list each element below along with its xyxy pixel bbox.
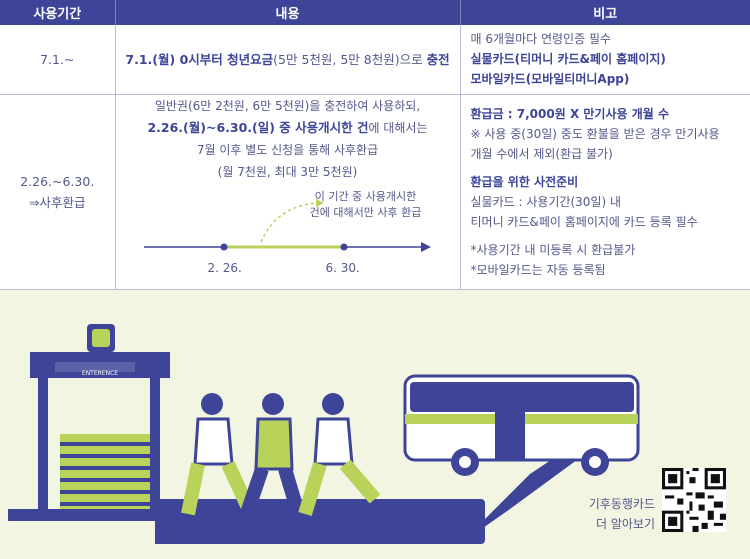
content-line: 7월 이후 별도 신청을 통해 사후환급 — [196, 142, 379, 157]
content-line: 일반권(6만 2천원, 6만 5천원)을 충전하여 사용하되, — [154, 98, 421, 113]
qr-caption-line: 기후동행카드 — [588, 497, 655, 511]
period-cell: 7.1.~ — [0, 25, 116, 95]
prep-title: 환급을 위한 사전준비 — [470, 174, 579, 189]
content-tail: 충전 — [426, 51, 450, 67]
header-content: 내용 — [115, 0, 461, 25]
note-cell: 환급금 : 7,000원 X 만기사용 개월 수 ※ 사용 중(30일) 중도 … — [460, 94, 750, 290]
header-period: 사용기간 — [0, 0, 116, 25]
info-table: 사용기간 내용 비고 7.1.~ 7.1.(월) 0시부터 청년요금(5만 5천… — [0, 0, 750, 290]
content-cell: 7.1.(월) 0시부터 청년요금(5만 5천원, 5만 8천원)으로 충전 — [115, 25, 461, 95]
runners-icon — [181, 393, 381, 522]
period-text: 7.1.~ — [40, 51, 75, 67]
content-rest: 에 대해서는 — [368, 120, 428, 135]
period-cell: 2.26.~6.30. ⇒사후환급 — [0, 94, 116, 290]
refund-title: 환급금 : 7,000원 X 만기사용 개월 수 — [470, 106, 670, 121]
timeline-start-label: 2. 26. — [207, 260, 242, 275]
period-text: 2.26.~6.30. — [20, 173, 95, 189]
table-header-row: 사용기간 내용 비고 — [0, 0, 750, 25]
qr-code[interactable] — [662, 468, 726, 532]
table-row: 7.1.~ 7.1.(월) 0시부터 청년요금(5만 5천원, 5만 8천원)으… — [0, 25, 750, 95]
timeline-start-dot — [220, 243, 227, 250]
timeline-end-label: 6. 30. — [325, 260, 360, 275]
note-line: 티머니 카드&페이 홈페이지에 카드 등록 필수 — [470, 214, 698, 229]
bus-icon — [403, 374, 640, 476]
note-line: 개월 수에서 제외(환급 불가) — [470, 146, 613, 161]
note-line: ※ 사용 중(30일) 중도 환불을 받은 경우 만기사용 — [470, 126, 720, 141]
note-line-bold: 모바일카드(모바일티머니App) — [470, 72, 630, 87]
note-cell: 매 6개월마다 연령인증 필수 실물카드(티머니 카드&페이 홈페이지) 모바일… — [460, 25, 750, 95]
note-line-bold: 실물카드(티머니 카드&페이 홈페이지) — [470, 52, 666, 67]
qr-code-icon — [662, 468, 726, 532]
content-cell: 일반권(6만 2천원, 6만 5천원)을 충전하여 사용하되, 2.26.(월)… — [115, 94, 461, 290]
station-icon — [8, 324, 170, 521]
content-bold: 2.26.(월)~6.30.(일) 중 사용개시한 건 — [147, 119, 369, 135]
content-bold: 7.1.(월) 0시부터 청년요금 — [125, 51, 274, 67]
illustration: ENTERENCE — [8, 324, 640, 544]
table-row: 2.26.~6.30. ⇒사후환급 일반권(6만 2천원, 6만 5천원)을 충… — [0, 94, 750, 290]
header-note: 비고 — [460, 0, 750, 25]
note-line: 실물카드 : 사용기간(30일) 내 — [470, 194, 622, 209]
note-line: *모바일카드는 자동 등록됨 — [470, 262, 606, 277]
qr-caption-line: 더 알아보기 — [595, 517, 655, 531]
content-line: (월 7천원, 최대 3만 5천원) — [217, 164, 358, 179]
timeline: 이 기간 중 사용개시한 건에 대해서만 사후 환급 2. 26. 6. 30. — [116, 187, 460, 289]
annotation-line: 건에 대해서만 사후 환급 — [309, 205, 422, 219]
timeline-annotation: 이 기간 중 사용개시한 건에 대해서만 사후 환급 — [296, 189, 436, 221]
timeline-end-dot — [340, 243, 347, 250]
note-line: *사용기간 내 미등록 시 환급불가 — [470, 242, 636, 257]
content-rest: (5만 5천원, 5만 8천원)으로 — [273, 51, 427, 67]
annotation-line: 이 기간 중 사용개시한 — [314, 189, 417, 203]
timeline-graphic — [143, 198, 431, 252]
note-line: 매 6개월마다 연령인증 필수 — [470, 32, 612, 47]
qr-caption: 기후동행카드 더 알아보기 — [560, 494, 655, 534]
period-refund: ⇒사후환급 — [29, 194, 86, 210]
station-sign: ENTERENCE — [82, 370, 118, 377]
